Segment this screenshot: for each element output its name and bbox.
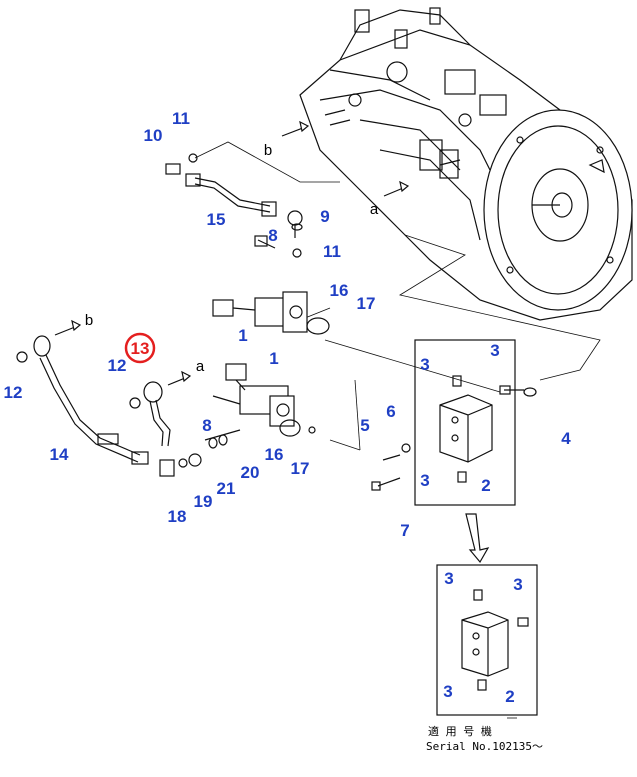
highlighted-part-number[interactable]: 13: [131, 339, 150, 358]
part-number-3[interactable]: 3: [420, 471, 429, 490]
main-pump-assembly: [299, 7, 633, 321]
part-number-9[interactable]: 9: [320, 207, 329, 226]
part-number-3[interactable]: 3: [443, 682, 452, 701]
connection-letter-b: b: [264, 142, 272, 159]
part-number-3[interactable]: 3: [490, 341, 499, 360]
part-number-4[interactable]: 4: [561, 429, 571, 448]
part-number-6[interactable]: 6: [386, 402, 395, 421]
part-number-21[interactable]: 21: [217, 479, 236, 498]
connection-letters: b a b a: [85, 142, 379, 375]
solenoid-valve-upper: [212, 235, 330, 335]
part-number-12[interactable]: 12: [4, 383, 23, 402]
part-number-16[interactable]: 16: [265, 445, 284, 464]
part-number-17[interactable]: 17: [291, 459, 310, 478]
connection-letter-b: b: [85, 312, 93, 329]
part-number-3[interactable]: 3: [513, 575, 522, 594]
part-number-7[interactable]: 7: [400, 521, 409, 540]
connection-letter-a: a: [370, 201, 379, 218]
highlight-circle: [124, 332, 156, 364]
part-number-18[interactable]: 18: [168, 507, 187, 526]
part-number-1[interactable]: 1: [269, 349, 278, 368]
connection-letter-a: a: [196, 358, 205, 375]
part-number-20[interactable]: 20: [241, 463, 260, 482]
hose-14: [16, 335, 202, 477]
flow-arrows: [54, 120, 410, 386]
part-number-1[interactable]: 1: [238, 326, 247, 345]
part-number-15[interactable]: 15: [207, 210, 226, 229]
part-number-2[interactable]: 2: [481, 476, 490, 495]
solenoid-valve-lower: [204, 363, 316, 449]
part-number-11[interactable]: 11: [172, 109, 190, 128]
down-arrow: [465, 513, 490, 564]
part-number-19[interactable]: 19: [194, 492, 213, 511]
part-number-8[interactable]: 8: [268, 226, 277, 245]
part-number-8[interactable]: 8: [202, 416, 211, 435]
part-number-17[interactable]: 17: [357, 294, 376, 313]
part-number-11[interactable]: 11: [323, 242, 341, 261]
part-number-12[interactable]: 12: [108, 356, 127, 375]
part-number-14[interactable]: 14: [50, 445, 69, 464]
serial-label-jp: 適 用 号 機: [428, 724, 492, 738]
part-number-3[interactable]: 3: [444, 569, 453, 588]
hose-15: [165, 153, 303, 238]
part-number-5[interactable]: 5: [360, 416, 369, 435]
serial-number: Serial No.102135～: [426, 740, 543, 753]
part-number-16[interactable]: 16: [330, 281, 349, 300]
valve-block-frame: [371, 339, 537, 506]
serial-variant-frame: [436, 564, 538, 716]
part-number-3[interactable]: 3: [420, 355, 429, 374]
part-number-10[interactable]: 10: [144, 126, 163, 145]
part-number-2[interactable]: 2: [505, 687, 514, 706]
